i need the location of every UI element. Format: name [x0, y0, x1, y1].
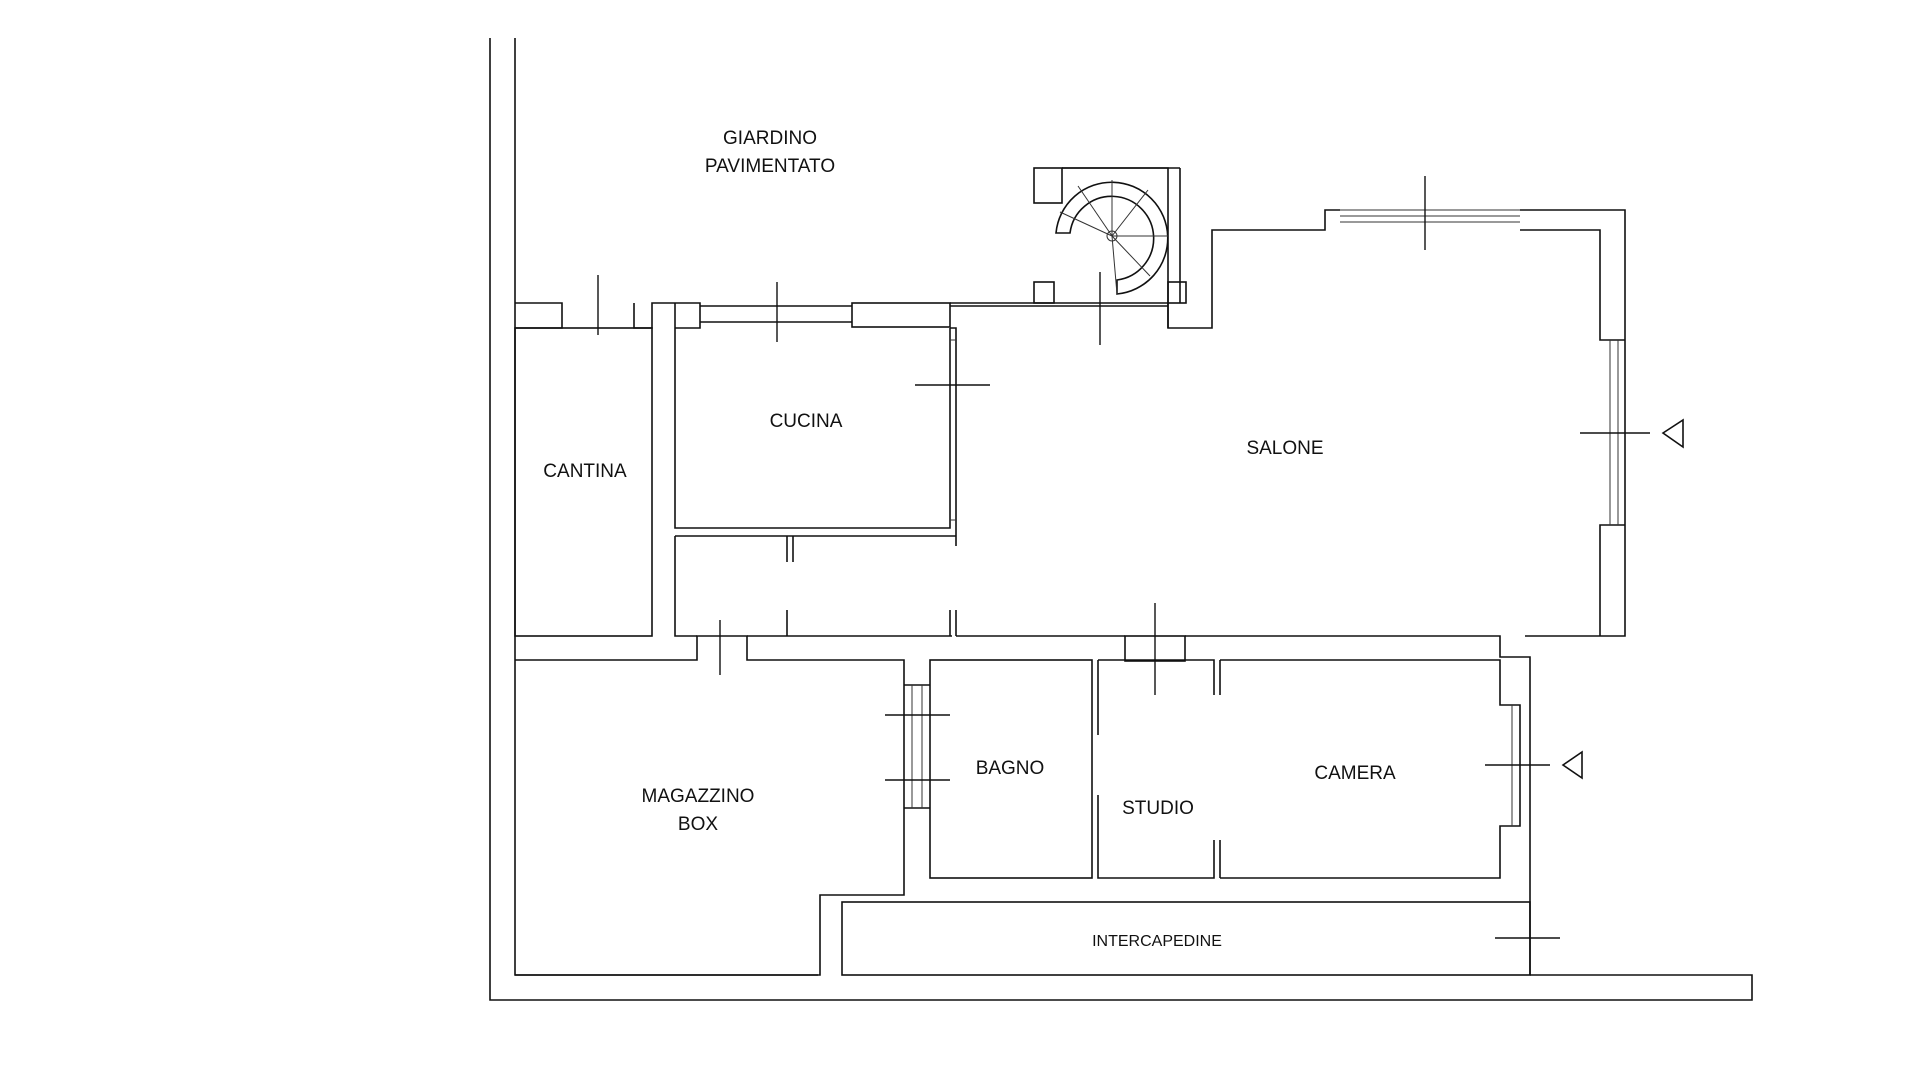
salone-label: SALONE: [1246, 438, 1324, 459]
giardino-label-line1: GIARDINO: [723, 128, 817, 149]
entrance-arrow-icon: [1661, 418, 1684, 449]
giardino-label: GIARDINO PAVIMENTATO: [705, 125, 835, 181]
camera-label: CAMERA: [1314, 763, 1396, 784]
opening-markers: [597, 176, 1650, 939]
stair-enclosure: [1033, 167, 1187, 328]
spiral-staircase-icon: [1055, 180, 1169, 295]
studio-room: [1097, 659, 1221, 879]
cantina-room: [514, 327, 653, 637]
intercapedine-label: INTERCAPEDINE: [1092, 933, 1222, 950]
salone-room: [956, 209, 1626, 975]
entrance-arrow-icon: [1561, 750, 1583, 780]
cantina-label: CANTINA: [543, 461, 627, 482]
studio-label: STUDIO: [1122, 798, 1194, 819]
bagno-label: BAGNO: [975, 758, 1045, 779]
cucina-room: [674, 327, 957, 546]
corridor: [674, 535, 957, 637]
magazzino-room: [515, 635, 905, 976]
magazzino-label: MAGAZZINO BOX: [642, 783, 755, 839]
north-wall: [515, 302, 1168, 329]
magazzino-label-line2: BOX: [677, 814, 719, 835]
magazzino-label-line1: MAGAZZINO: [641, 786, 755, 807]
giardino-label-line2: PAVIMENTATO: [704, 156, 836, 177]
cucina-label: CUCINA: [769, 411, 843, 432]
bagno-room: [904, 659, 1093, 879]
